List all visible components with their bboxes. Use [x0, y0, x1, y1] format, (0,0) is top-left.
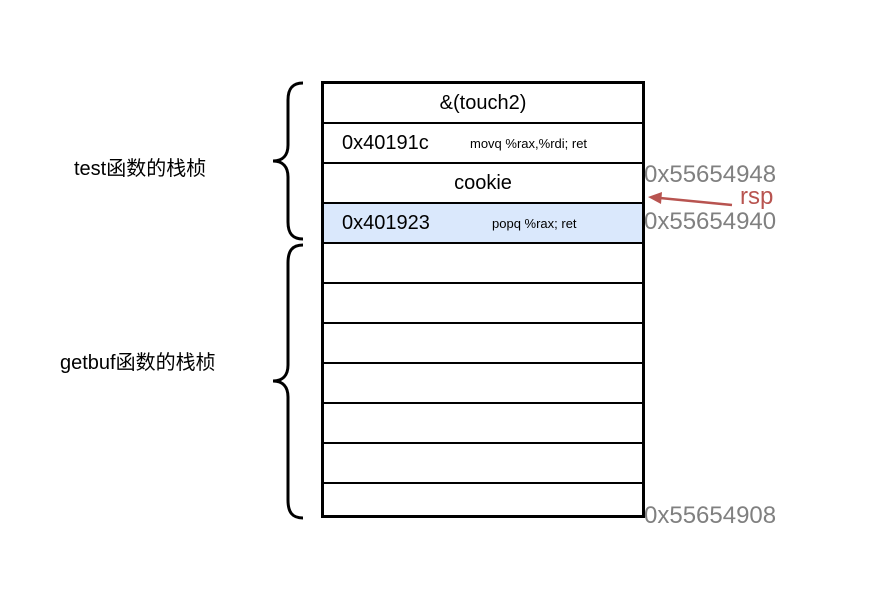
stack-cell-empty	[324, 244, 642, 284]
stack-cell-empty	[324, 364, 642, 404]
rsp-arrow	[659, 196, 733, 207]
movq-gadget-address: 0x40191c	[342, 131, 429, 154]
stack-memory: &(touch2) 0x40191c movq %rax,%rdi; ret c…	[321, 81, 645, 518]
touch2-address-value: &(touch2)	[439, 91, 527, 114]
test-frame-label: test函数的栈桢	[74, 158, 207, 180]
address-label-908: 0x55654908	[644, 502, 777, 529]
stack-cell-empty	[324, 324, 642, 364]
getbuf-frame-brace	[272, 243, 304, 520]
popq-gadget-instruction: popq %rax; ret	[492, 215, 577, 231]
address-label-948: 0x55654948	[644, 161, 777, 188]
stack-cell-empty	[324, 484, 642, 515]
stack-cell-empty	[324, 284, 642, 324]
stack-cell-empty	[324, 444, 642, 484]
movq-gadget-instruction: movq %rax,%rdi; ret	[470, 135, 588, 151]
test-frame-brace	[272, 81, 304, 241]
popq-gadget-address: 0x401923	[342, 211, 430, 234]
cookie-value: cookie	[454, 171, 512, 194]
rsp-arrow-head	[648, 192, 662, 204]
rsp-label: rsp	[740, 183, 774, 210]
stack-cell-cookie: cookie	[324, 164, 642, 204]
address-label-940: 0x55654940	[644, 208, 777, 235]
stack-cell-touch2: &(touch2)	[324, 84, 642, 124]
getbuf-frame-label: getbuf函数的栈桢	[60, 352, 216, 374]
stack-cell-popq-gadget: 0x401923 popq %rax; ret	[324, 204, 642, 244]
stack-cell-movq-gadget: 0x40191c movq %rax,%rdi; ret	[324, 124, 642, 164]
stack-cell-empty	[324, 404, 642, 444]
